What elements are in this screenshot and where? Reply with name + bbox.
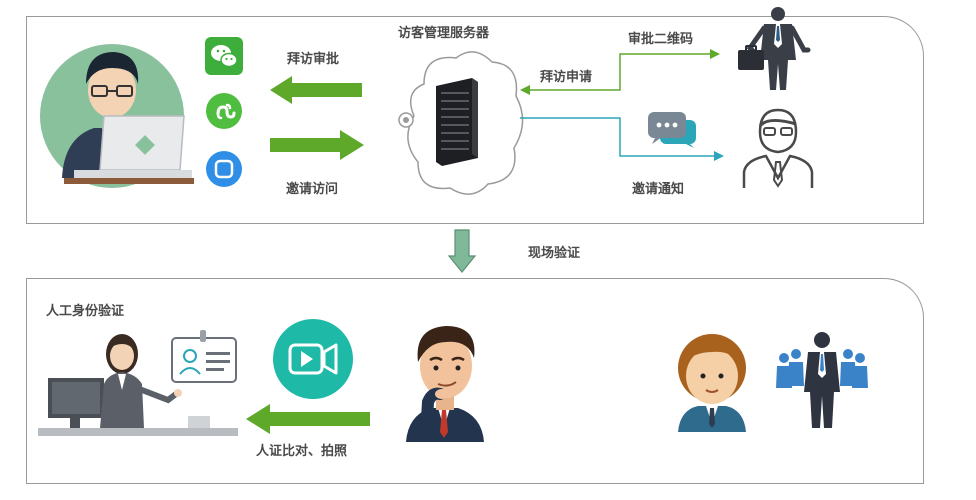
- manual-title: 人工身份验证: [46, 304, 125, 319]
- server-cloud-icon: [398, 51, 524, 195]
- app-icon[interactable]: [205, 150, 243, 188]
- office-worker-icon: [40, 44, 194, 188]
- businessman-icon: [738, 7, 811, 90]
- chat-bubble-icon: [648, 112, 696, 148]
- arrow-left-label: 拜访审批: [287, 52, 340, 67]
- approval-arrow: [270, 76, 362, 104]
- compare-arrow: [246, 404, 370, 434]
- thinking-man-icon: [406, 326, 484, 442]
- staff-group-icon: [776, 332, 868, 428]
- visit-request-label: 拜访申请: [540, 70, 593, 85]
- compare-label: 人证比对、拍照: [256, 444, 348, 459]
- video-camera-icon: [273, 319, 353, 399]
- down-arrow: [447, 229, 477, 273]
- mini-program-icon[interactable]: [205, 92, 243, 130]
- approval-qr-label: 审批二维码: [628, 32, 694, 47]
- server-title: 访客管理服务器: [398, 26, 490, 41]
- invite-arrow: [270, 130, 364, 160]
- visitor-face-icon: [678, 334, 746, 432]
- visitor-outline-icon: [742, 108, 814, 188]
- invite-notice-line: [520, 117, 724, 161]
- onsite-label: 现场验证: [528, 246, 581, 261]
- reception-desk-icon: [38, 330, 238, 436]
- visit-request-line: [520, 49, 720, 95]
- invite-notice-label: 邀请通知: [632, 182, 685, 197]
- arrow-right-label: 邀请访问: [286, 182, 339, 197]
- wechat-icon[interactable]: [205, 37, 243, 75]
